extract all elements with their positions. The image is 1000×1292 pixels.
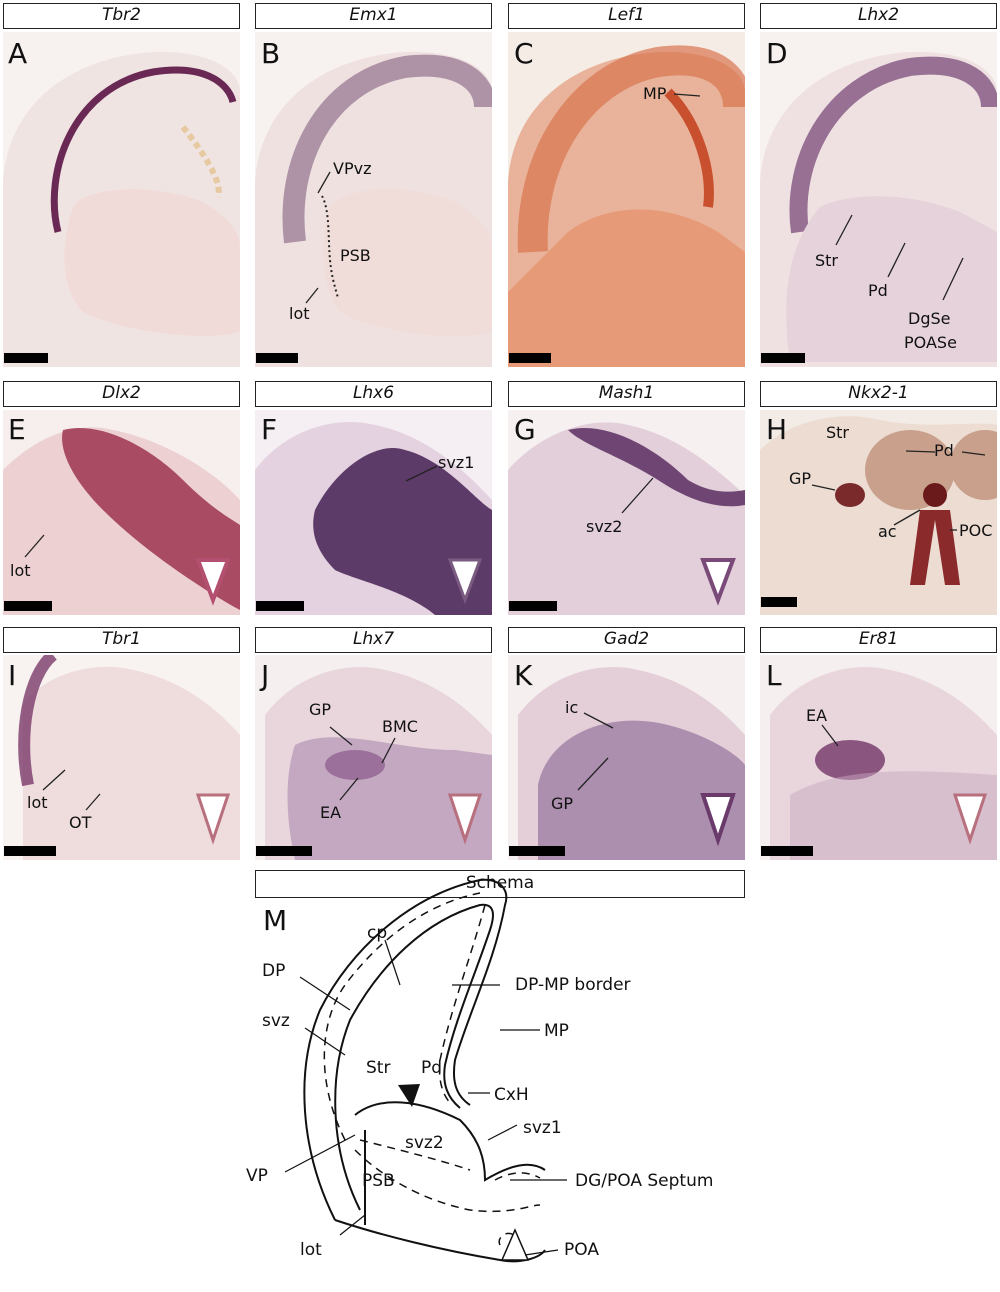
panel-c-image bbox=[508, 32, 745, 367]
gene-title-F: Lhx6 bbox=[255, 381, 492, 407]
label-ea: EA bbox=[320, 803, 342, 822]
scale-bar bbox=[509, 601, 557, 611]
schema-label-cp: cp bbox=[367, 923, 388, 943]
panel-letter-c: C bbox=[514, 37, 534, 70]
schema-label-vp: VP bbox=[246, 1166, 268, 1186]
schema-label-svz2: svz2 bbox=[405, 1133, 444, 1153]
label-poc: POC bbox=[959, 521, 993, 540]
panel-b-image bbox=[255, 32, 492, 367]
panel-letter-f: F bbox=[261, 413, 278, 446]
panel-letter-a: A bbox=[8, 37, 28, 70]
label-lot: lot bbox=[10, 561, 31, 580]
gene-title-J: Lhx7 bbox=[255, 627, 492, 653]
panel-letter-e: E bbox=[8, 413, 26, 446]
scale-bar bbox=[761, 353, 805, 363]
schema-label-cxh: CxH bbox=[494, 1085, 529, 1105]
scale-bar bbox=[509, 846, 565, 856]
schema-label-psb: PSB bbox=[362, 1171, 395, 1191]
gene-title-I: Tbr1 bbox=[3, 627, 240, 653]
label-ot: OT bbox=[69, 813, 92, 832]
gene-title-L: Er81 bbox=[760, 627, 997, 653]
schema-label-pd: Pd bbox=[421, 1058, 443, 1078]
schema-label-str: Str bbox=[366, 1058, 391, 1078]
scale-bar bbox=[256, 601, 304, 611]
gene-title-K: Gad2 bbox=[508, 627, 745, 653]
label-ic: ic bbox=[565, 698, 579, 717]
gene-title-H: Nkx2-1 bbox=[760, 381, 997, 407]
panel-f-image bbox=[255, 410, 492, 615]
label-svz2: svz2 bbox=[586, 517, 623, 536]
label-ea: EA bbox=[806, 706, 828, 725]
panel-d-image bbox=[760, 32, 997, 367]
panel-j-image bbox=[255, 655, 492, 860]
schema-label-svz1: svz1 bbox=[523, 1118, 562, 1138]
label-gp: GP bbox=[789, 469, 812, 488]
panel-letter-g: G bbox=[514, 413, 536, 446]
schema-title: Schema bbox=[255, 870, 745, 898]
panel-h-image bbox=[760, 410, 997, 615]
label-mp: MP bbox=[643, 84, 667, 103]
label-pd: Pd bbox=[868, 281, 888, 300]
label-gp: GP bbox=[309, 700, 332, 719]
label-gp: GP bbox=[551, 794, 574, 813]
label-lot: lot bbox=[27, 793, 48, 812]
schema-label-mp: MP bbox=[544, 1021, 569, 1041]
scale-bar bbox=[4, 601, 52, 611]
panel-letter-j: J bbox=[261, 659, 270, 692]
schema-label-dp: DP bbox=[262, 961, 286, 981]
scale-bar bbox=[761, 597, 797, 607]
panel-i-image bbox=[3, 655, 240, 860]
scale-bar bbox=[4, 353, 48, 363]
gene-title-E: Dlx2 bbox=[3, 381, 240, 407]
scale-bar bbox=[256, 846, 312, 856]
scale-bar bbox=[509, 353, 551, 363]
schema-label-lot: lot bbox=[300, 1240, 322, 1260]
schema-label-svz: svz bbox=[262, 1011, 290, 1031]
label-pd: Pd bbox=[934, 441, 954, 460]
scale-bar bbox=[4, 846, 56, 856]
gene-title-G: Mash1 bbox=[508, 381, 745, 407]
schema-label-dp-mp-border: DP-MP border bbox=[515, 975, 631, 995]
panel-e-image bbox=[3, 410, 240, 615]
gene-title-A: Tbr2 bbox=[3, 3, 240, 29]
scale-bar bbox=[256, 353, 298, 363]
panel-l-image bbox=[760, 655, 997, 860]
panel-letter-h: H bbox=[766, 413, 788, 446]
label-psb: PSB bbox=[340, 246, 371, 265]
label-str: Str bbox=[826, 423, 850, 442]
panel-g-image bbox=[508, 410, 745, 615]
label-vpvz: VPvz bbox=[333, 159, 372, 178]
panel-letter-b: B bbox=[261, 37, 281, 70]
panel-letter-d: D bbox=[766, 37, 788, 70]
panel-letter-k: K bbox=[514, 659, 533, 692]
gene-title-D: Lhx2 bbox=[760, 3, 997, 29]
gene-title-B: Emx1 bbox=[255, 3, 492, 29]
label-dgse: DgSe bbox=[908, 309, 951, 328]
panel-a-image bbox=[3, 32, 240, 367]
schema-label-dg-poa-septum: DG/POA Septum bbox=[575, 1171, 714, 1191]
label-ac: ac bbox=[878, 522, 897, 541]
gene-title-C: Lef1 bbox=[508, 3, 745, 29]
panel-letter-i: I bbox=[8, 659, 17, 692]
schema-label-poa: POA bbox=[564, 1240, 599, 1260]
label-str: Str bbox=[815, 251, 839, 270]
label-bmc: BMC bbox=[382, 717, 418, 736]
panel-letter-m: M bbox=[263, 904, 288, 937]
panel-letter-l: L bbox=[766, 659, 782, 692]
label-svz1: svz1 bbox=[438, 453, 475, 472]
panel-k-image bbox=[508, 655, 745, 860]
scale-bar bbox=[761, 846, 813, 856]
label-lot: lot bbox=[289, 304, 310, 323]
label-poase: POASe bbox=[904, 333, 957, 352]
